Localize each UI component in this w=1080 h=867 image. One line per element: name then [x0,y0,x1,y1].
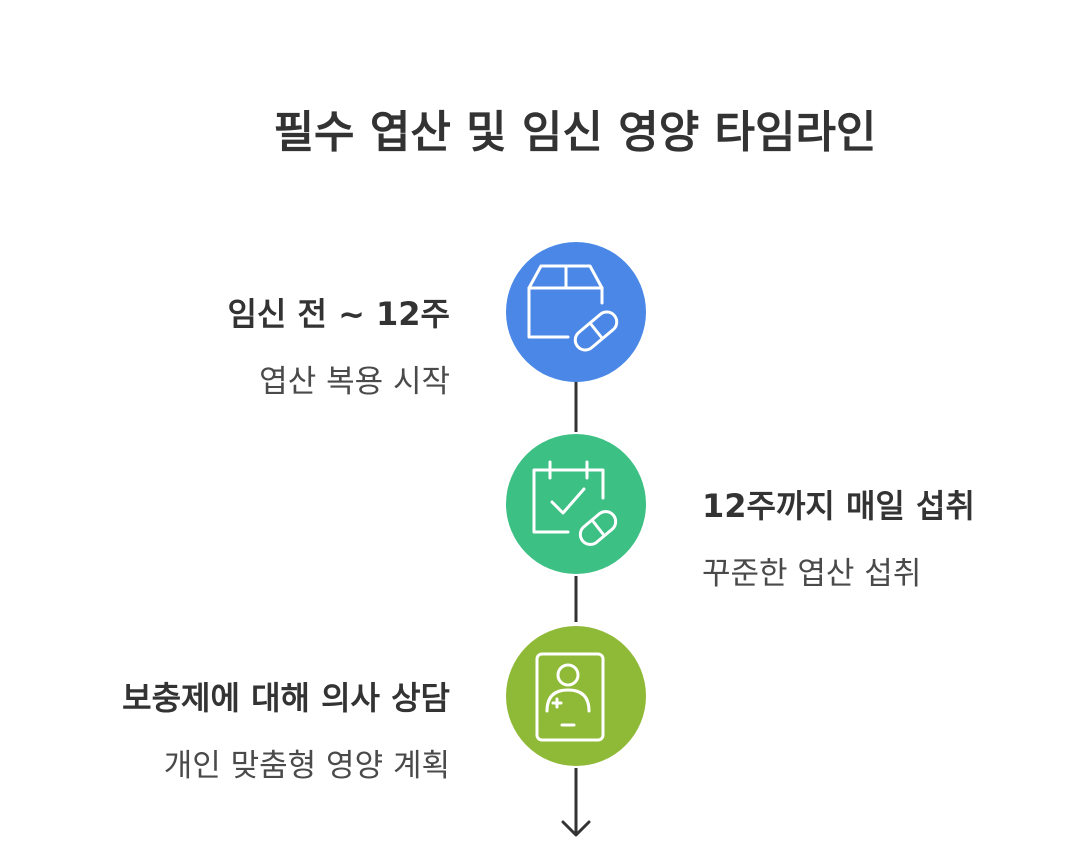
step-3-node [506,626,646,766]
diagram-title: 필수 엽산 및 임신 영양 타임라인 [273,107,877,158]
step-2-description: 꾸준한 엽산 섭취 [702,556,922,592]
step-1-circle [506,242,646,382]
step-1-node [506,242,646,382]
step-2-heading: 12주까지 매일 섭취 [702,487,975,525]
step-2-node [506,434,646,574]
doctor-card-icon [535,652,605,742]
step-1-heading: 임신 전 ~ 12주 [227,295,450,333]
step-3-circle [506,626,646,766]
step-3-heading: 보충제에 대해 의사 상담 [122,679,450,717]
step-1-description: 엽산 복용 시작 [259,364,450,400]
step-3-description: 개인 맞춤형 영양 계획 [163,748,450,784]
calendar-check-pill-icon [532,460,618,546]
step-2-circle [506,434,646,574]
medicine-box-pill-icon [527,264,619,352]
arrow-head-icon [561,820,591,837]
